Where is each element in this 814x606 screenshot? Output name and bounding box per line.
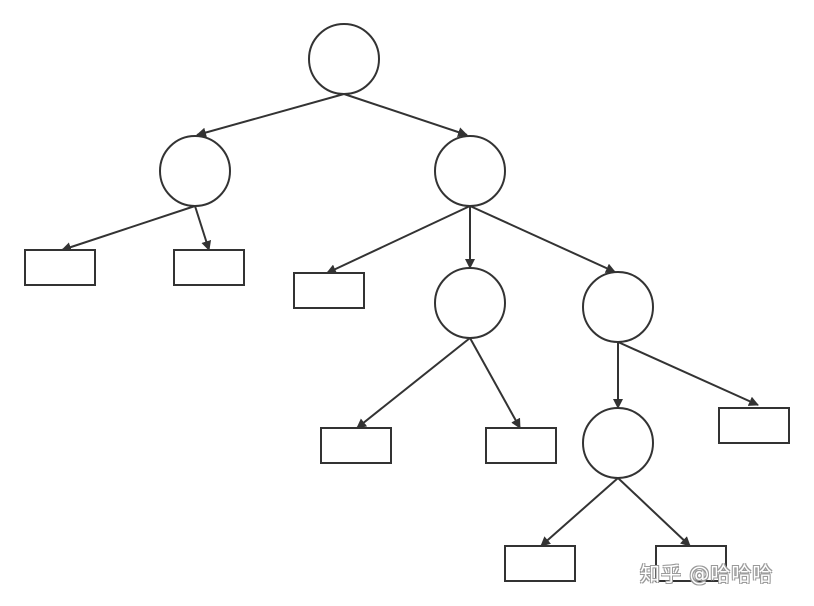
circle-node-n5 — [582, 271, 654, 343]
watermark-text: 知乎 @哈哈哈 — [640, 562, 774, 586]
circle-node-n2 — [159, 135, 231, 207]
edge-n1-n3 — [343, 93, 468, 137]
rect-node-r2 — [173, 249, 245, 286]
edge-n2-r1 — [61, 205, 196, 252]
rect-node-r6 — [718, 407, 790, 444]
edge-n6-r8 — [617, 477, 691, 547]
edge-n3-r3 — [326, 205, 471, 274]
circle-node-n1 — [308, 23, 380, 95]
edge-n1-n2 — [196, 93, 345, 138]
edge-n2-r2 — [194, 205, 212, 251]
rect-node-r3 — [293, 272, 365, 309]
rect-node-r5 — [485, 427, 557, 464]
edge-n6-r7 — [540, 477, 619, 547]
rect-node-r4 — [320, 427, 392, 464]
rect-node-r7 — [504, 545, 576, 582]
circle-node-n3 — [434, 135, 506, 207]
rect-node-r8 — [655, 545, 727, 582]
edge-n3-n5 — [469, 205, 616, 273]
edge-n5-r6 — [617, 341, 759, 406]
edge-n4-r5 — [469, 337, 521, 429]
rect-node-r1 — [24, 249, 96, 286]
circle-node-n4 — [434, 267, 506, 339]
circle-node-n6 — [582, 407, 654, 479]
edge-n4-r4 — [356, 337, 471, 429]
